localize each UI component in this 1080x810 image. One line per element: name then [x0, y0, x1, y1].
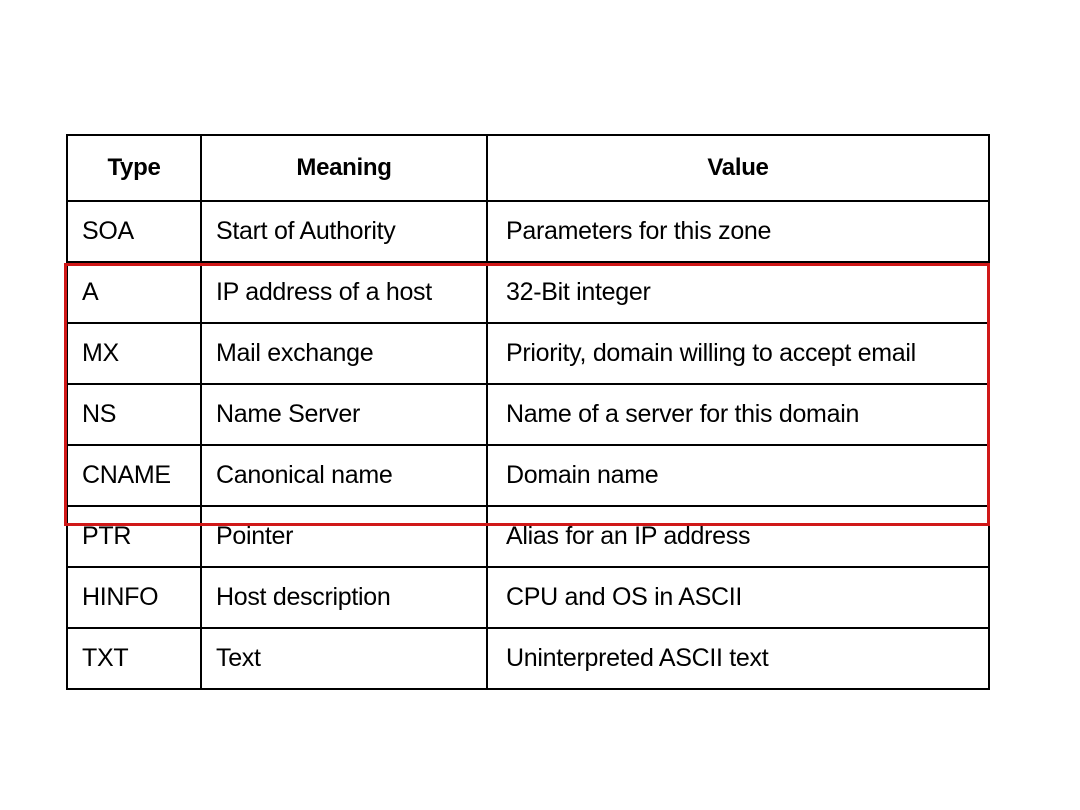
- value-cell: 32-Bit integer: [486, 261, 990, 324]
- meaning-cell: Canonical name: [200, 444, 488, 507]
- value-cell: Alias for an IP address: [486, 505, 990, 568]
- type-cell: A: [66, 261, 202, 324]
- value-cell: Parameters for this zone: [486, 200, 990, 263]
- header-type: Type: [66, 134, 202, 202]
- table-row: HINFO Host description CPU and OS in ASC…: [66, 566, 990, 629]
- dns-record-types-table: Type Meaning Value SOA Start of Authorit…: [66, 134, 990, 690]
- meaning-cell: Host description: [200, 566, 488, 629]
- value-cell: Priority, domain willing to accept email: [486, 322, 990, 385]
- dns-record-table-container: Type Meaning Value SOA Start of Authorit…: [66, 134, 990, 690]
- header-meaning: Meaning: [200, 134, 488, 202]
- type-cell: MX: [66, 322, 202, 385]
- meaning-cell: Start of Authority: [200, 200, 488, 263]
- meaning-cell: Mail exchange: [200, 322, 488, 385]
- type-cell: CNAME: [66, 444, 202, 507]
- table-row: A IP address of a host 32-Bit integer: [66, 261, 990, 324]
- value-cell: Uninterpreted ASCII text: [486, 627, 990, 690]
- table-row: PTR Pointer Alias for an IP address: [66, 505, 990, 568]
- value-cell: CPU and OS in ASCII: [486, 566, 990, 629]
- meaning-cell: Text: [200, 627, 488, 690]
- meaning-cell: IP address of a host: [200, 261, 488, 324]
- table-row: TXT Text Uninterpreted ASCII text: [66, 627, 990, 690]
- type-cell: NS: [66, 383, 202, 446]
- type-cell: HINFO: [66, 566, 202, 629]
- type-cell: SOA: [66, 200, 202, 263]
- header-row: Type Meaning Value: [66, 134, 990, 202]
- type-cell: PTR: [66, 505, 202, 568]
- table-row: MX Mail exchange Priority, domain willin…: [66, 322, 990, 385]
- table-header: Type Meaning Value: [66, 134, 990, 202]
- table-row: SOA Start of Authority Parameters for th…: [66, 200, 990, 263]
- table-row: NS Name Server Name of a server for this…: [66, 383, 990, 446]
- value-cell: Domain name: [486, 444, 990, 507]
- value-cell: Name of a server for this domain: [486, 383, 990, 446]
- meaning-cell: Name Server: [200, 383, 488, 446]
- table-body: SOA Start of Authority Parameters for th…: [66, 200, 990, 690]
- header-value: Value: [486, 134, 990, 202]
- table-row: CNAME Canonical name Domain name: [66, 444, 990, 507]
- type-cell: TXT: [66, 627, 202, 690]
- meaning-cell: Pointer: [200, 505, 488, 568]
